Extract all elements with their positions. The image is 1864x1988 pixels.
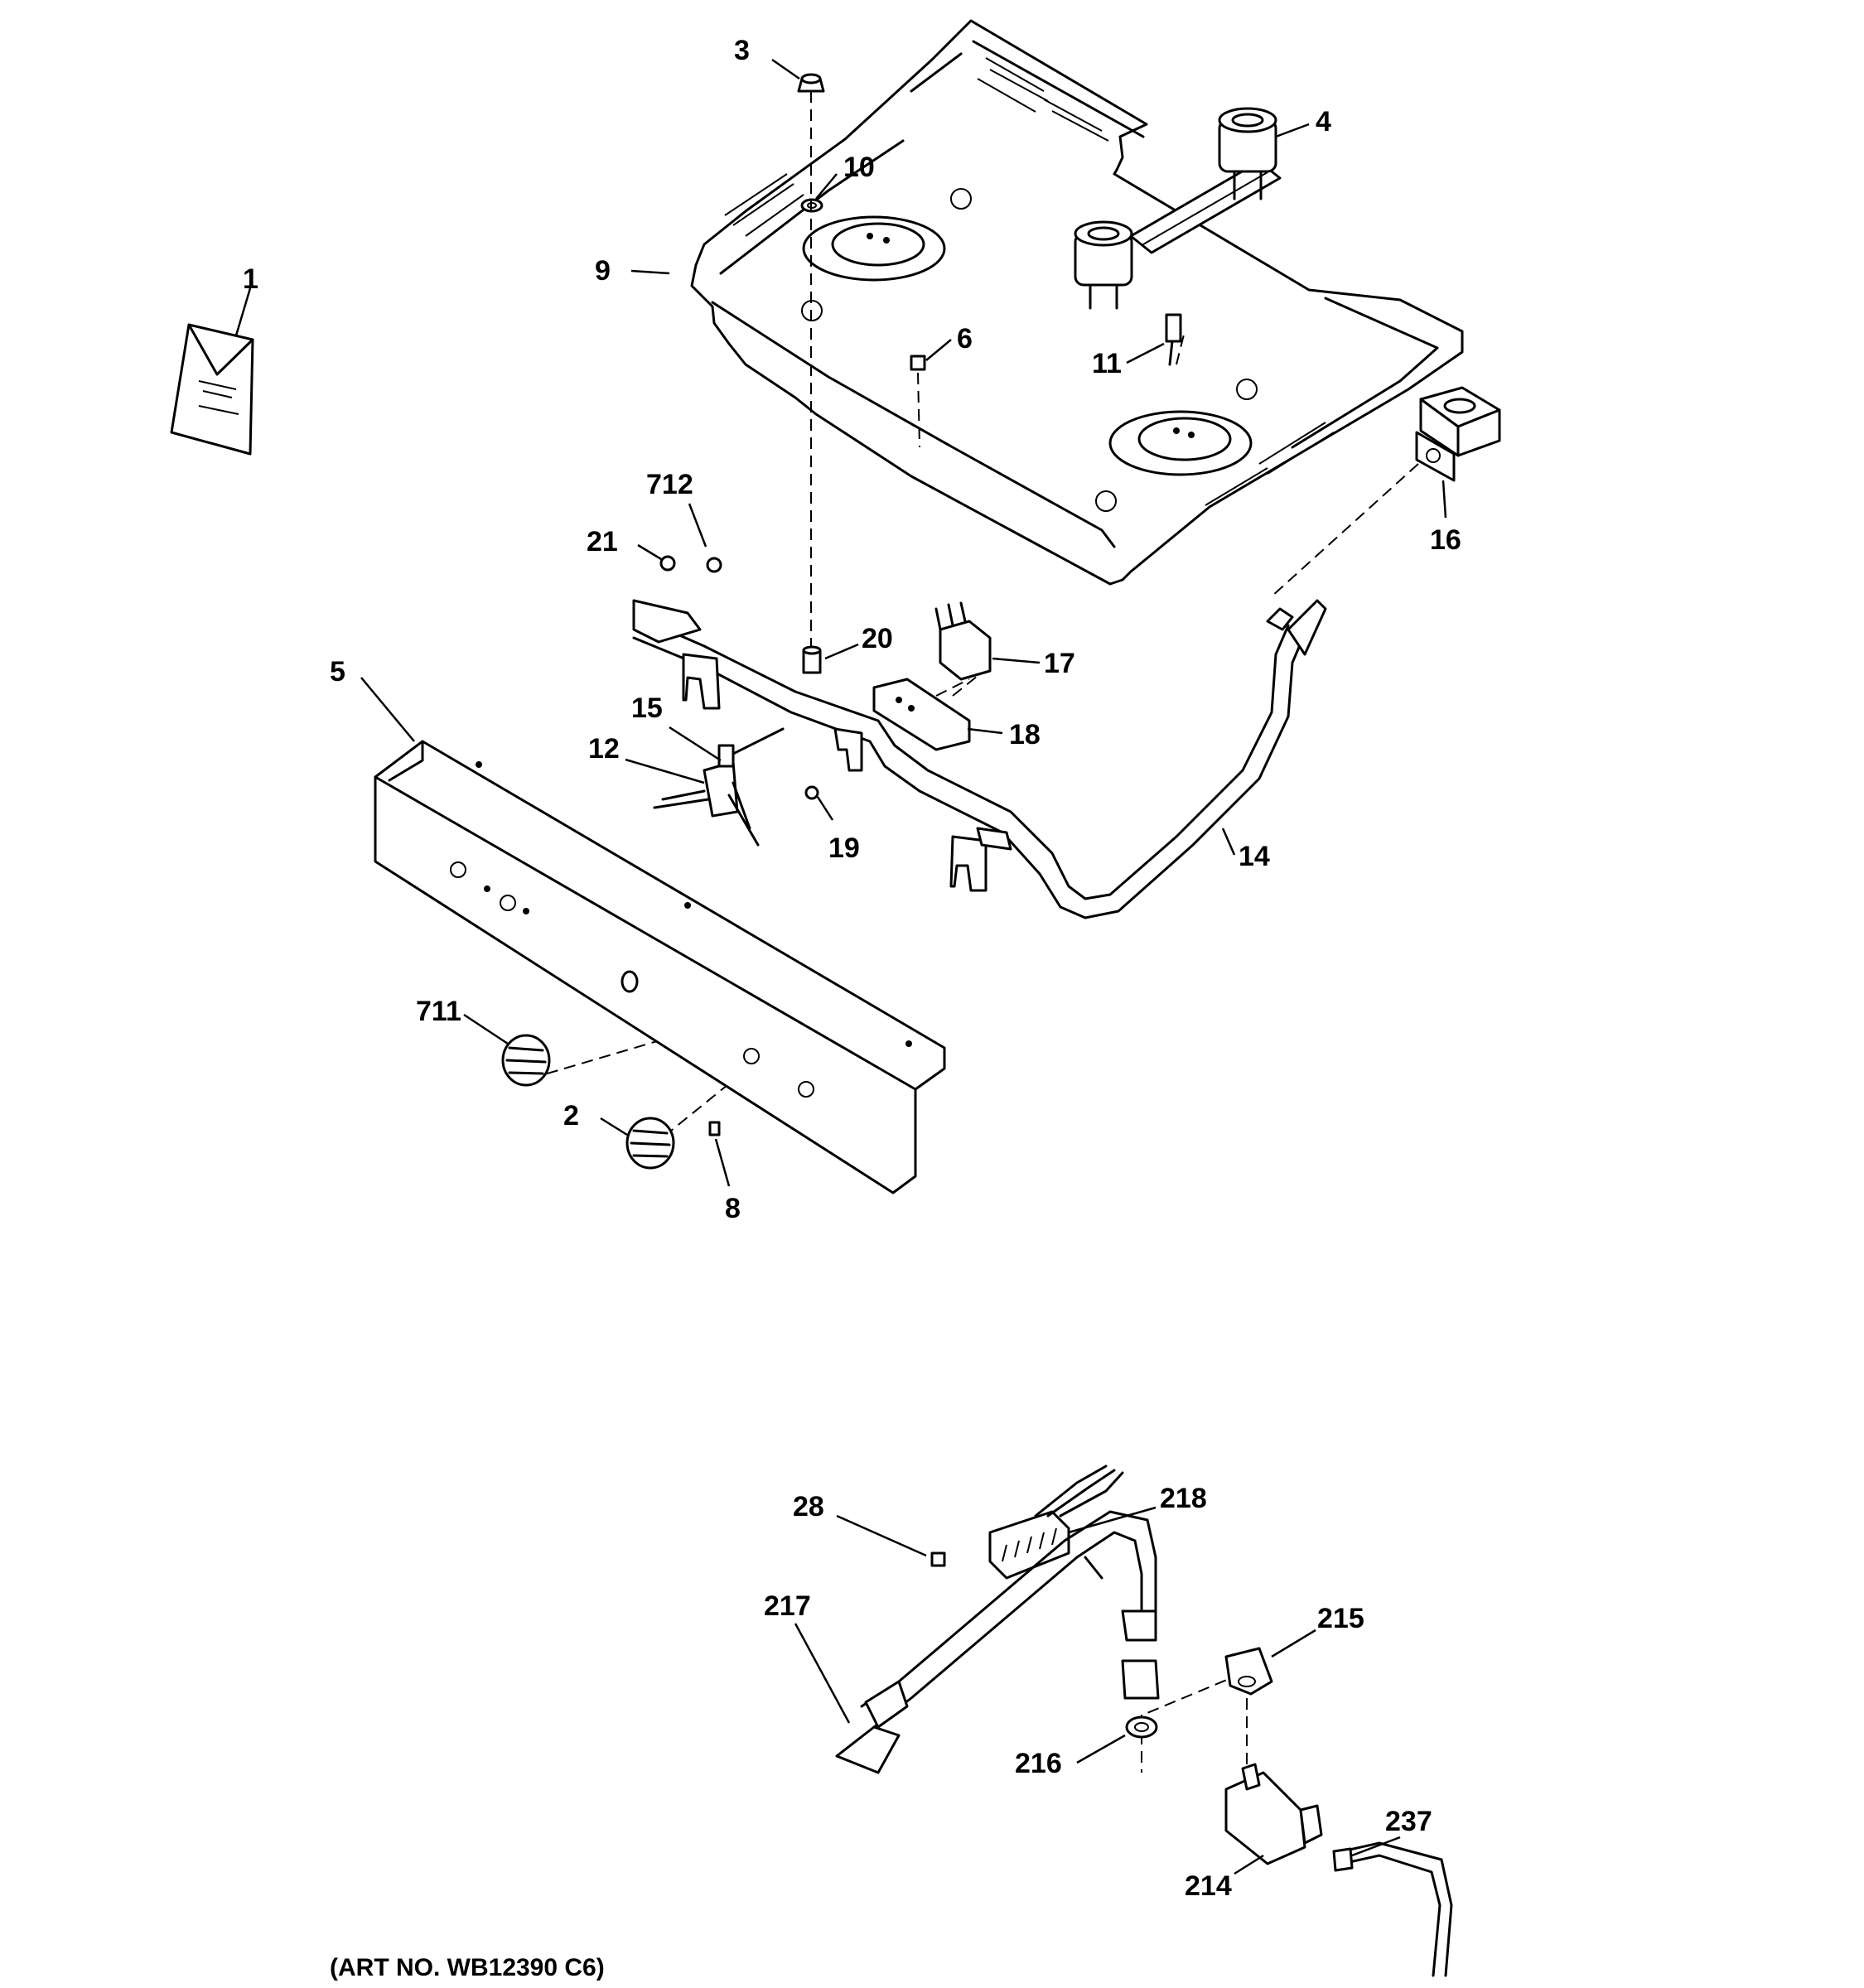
callout-17: 17	[1044, 648, 1075, 679]
callout-237: 237	[1385, 1806, 1432, 1837]
part-1-literature-envelope	[170, 323, 254, 456]
part-214-igniter	[1224, 1763, 1323, 1865]
part-21-screw	[659, 555, 676, 572]
callout-2: 2	[563, 1100, 579, 1132]
part-14-manifold-pipe	[632, 599, 1327, 919]
callout-217: 217	[764, 1590, 811, 1622]
part-218-connector	[988, 1464, 1124, 1580]
callout-21: 21	[587, 526, 618, 557]
callout-4: 4	[1316, 106, 1331, 138]
part-15-switch	[717, 727, 785, 768]
part-8-screw	[708, 1121, 721, 1136]
part-215-bracket	[1224, 1647, 1273, 1696]
part-28-clip	[930, 1551, 946, 1567]
part-2-knob	[625, 1117, 675, 1170]
callout-28: 28	[793, 1491, 824, 1522]
callout-216: 216	[1015, 1748, 1062, 1779]
callout-9: 9	[595, 255, 611, 287]
part-3-screw	[797, 73, 825, 93]
callout-1: 1	[243, 263, 258, 295]
callout-711: 711	[416, 996, 461, 1027]
part-20-orifice	[802, 645, 822, 674]
part-9-burner-box	[690, 19, 1464, 586]
part-216-nut	[1121, 1659, 1160, 1739]
callout-6: 6	[957, 323, 973, 355]
callout-712: 712	[646, 469, 693, 500]
callout-18: 18	[1009, 719, 1041, 750]
part-217-burner-tube	[835, 1510, 1157, 1774]
callout-214: 214	[1185, 1870, 1232, 1902]
callout-11: 11	[1092, 348, 1122, 379]
callout-16: 16	[1430, 524, 1461, 556]
manifold-brackets	[632, 599, 1012, 892]
part-19-screw	[804, 785, 819, 800]
art-number-caption: (ART NO. WB12390 C6)	[330, 1954, 605, 1981]
callout-20: 20	[862, 623, 893, 654]
callout-218: 218	[1160, 1483, 1207, 1514]
callout-labels: 1 3 4 10 9 6 11 16 712 21 20 17 5 15 18 …	[243, 35, 1461, 1902]
part-11-ignitor	[1165, 313, 1182, 366]
callout-5: 5	[330, 656, 345, 688]
part-237-tube	[1332, 1841, 1453, 1977]
callout-15: 15	[631, 692, 663, 724]
part-16-pressure-regulator	[1415, 386, 1501, 482]
callout-14: 14	[1239, 841, 1270, 872]
part-4-burner-valves	[1074, 107, 1282, 310]
callout-12: 12	[588, 733, 620, 765]
callout-8: 8	[725, 1193, 741, 1224]
callout-19: 19	[828, 832, 860, 864]
part-5-control-panel	[374, 740, 946, 1194]
callout-3: 3	[734, 35, 750, 66]
part-712-screw	[706, 557, 722, 573]
part-12-valve	[653, 760, 760, 847]
part-18-plate	[872, 678, 971, 751]
callout-10: 10	[843, 152, 875, 183]
part-17-switch	[934, 601, 992, 681]
part-711-knob	[501, 1034, 551, 1087]
leader-lines	[234, 58, 1447, 1875]
callout-215: 215	[1317, 1603, 1364, 1634]
part-6-screw	[910, 355, 926, 371]
